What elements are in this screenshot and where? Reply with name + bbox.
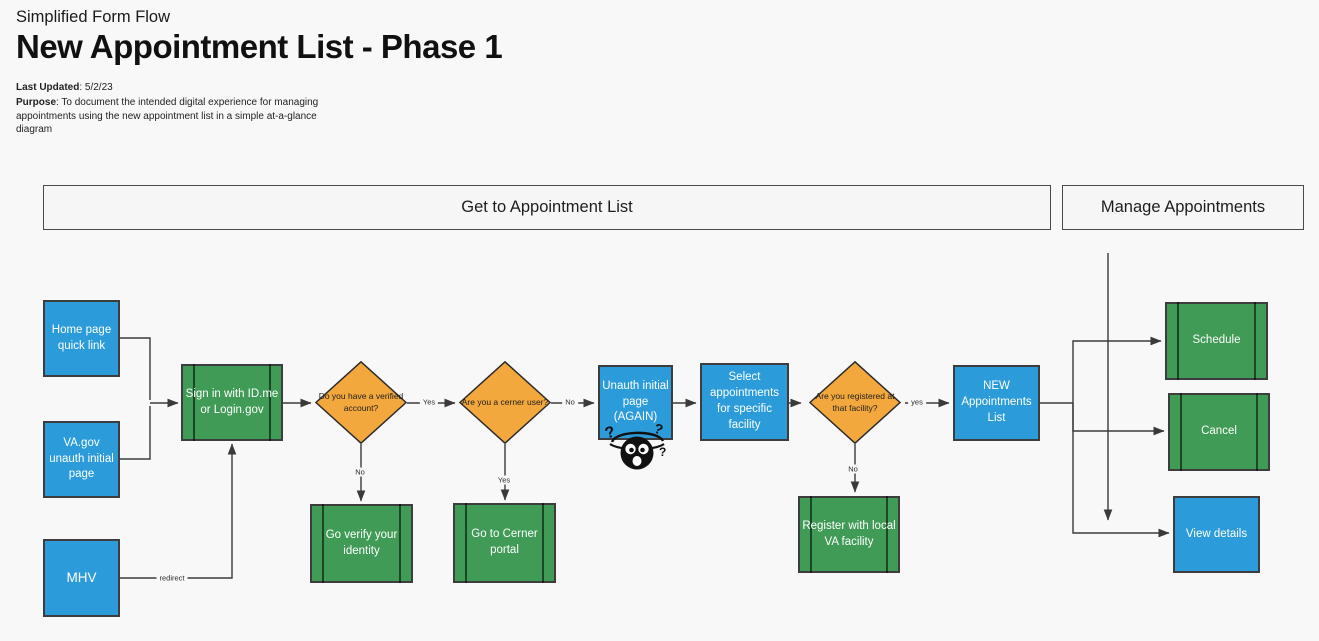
node-unauth-initial-page-again[interactable]: Unauth initial page (AGAIN) [598, 365, 673, 440]
purpose-value: : To document the intended digital exper… [16, 97, 319, 135]
predefined-bar [1177, 302, 1179, 380]
edge-to-schedule [1072, 336, 1162, 403]
svg-text:?: ? [659, 445, 666, 459]
edge-to-view-details [1072, 403, 1170, 538]
node-label: Sign in with ID.me or Login.gov [185, 387, 279, 416]
node-label: VA.gov unauth initial page [49, 436, 114, 481]
predefined-bar [322, 504, 324, 583]
node-sign-in-idme-logingov[interactable]: Sign in with ID.me or Login.gov [181, 364, 283, 441]
node-new-appointments-list[interactable]: NEW Appointments List [953, 365, 1040, 441]
subtitle: Simplified Form Flow [16, 8, 171, 26]
purpose-label: Purpose [16, 97, 57, 108]
edge-label-cerner-no: No [562, 397, 578, 407]
predefined-bar [886, 496, 888, 573]
node-label: Go verify your identity [325, 528, 398, 557]
diamond-shape [459, 361, 551, 444]
edge-vagov-to-signin [120, 406, 151, 460]
node-select-appointments-facility[interactable]: Select appointments for specific facilit… [700, 363, 789, 441]
svg-text:?: ? [604, 424, 617, 443]
node-home-page-quick-link[interactable]: Home page quick link [43, 300, 120, 377]
node-label: View details [1185, 527, 1248, 540]
node-label: Home page quick link [51, 323, 112, 352]
node-label: Cancel [1201, 425, 1237, 438]
predefined-bar [542, 503, 544, 583]
edge-label-verified-yes: Yes [419, 397, 439, 407]
node-label: MHV [66, 569, 97, 585]
predefined-bar [399, 504, 401, 583]
edge-label-mhv-redirect: redirect [156, 573, 188, 583]
node-cerner-user-decision[interactable]: Are you a cerner user? [459, 361, 551, 444]
node-label: Do you have a verified account? [318, 391, 404, 413]
predefined-bar [465, 503, 467, 583]
edge-label-cerner-yes: Yes [494, 475, 514, 485]
predefined-bar [1254, 302, 1256, 380]
node-label: Schedule [1192, 334, 1241, 347]
svg-text:?: ? [652, 420, 665, 438]
node-vagov-unauth-initial-page[interactable]: VA.gov unauth initial page [43, 421, 120, 498]
node-label: Go to Cerner portal [471, 528, 538, 556]
diamond-shape [315, 361, 407, 444]
node-registered-at-facility-decision[interactable]: Are you registered at that facility? [809, 361, 901, 444]
node-cancel[interactable]: Cancel [1168, 393, 1270, 471]
predefined-bar [193, 364, 195, 441]
edge-label-registered-yes: yes [908, 397, 926, 407]
lane-label: Manage Appointments [1100, 198, 1266, 216]
edge-label-registered-no: No [845, 464, 861, 474]
lane-label: Get to Appointment List [461, 198, 633, 216]
confused-face-emoji: ? ? ? [604, 420, 666, 470]
edge-label-verified-no: No [352, 467, 368, 477]
last-updated-value: : 5/2/23 [79, 82, 113, 93]
predefined-bar [269, 364, 271, 441]
lane-manage-appointments[interactable]: Manage Appointments [1062, 185, 1304, 230]
node-label: Unauth initial page (AGAIN) [602, 379, 669, 424]
lane-get-to-appointment-list[interactable]: Get to Appointment List [43, 185, 1051, 230]
node-register-local-va-facility[interactable]: Register with local VA facility [798, 496, 900, 573]
node-label: Select appointments for specific facilit… [709, 371, 780, 431]
node-label: Register with local VA facility [802, 519, 896, 548]
predefined-bar [810, 496, 812, 573]
predefined-bar [1256, 393, 1258, 471]
edge-home-to-signin [120, 337, 151, 400]
page-title: New Appointment List - Phase 1 [16, 28, 503, 65]
node-label: NEW Appointments List [961, 380, 1032, 424]
node-go-to-cerner-portal[interactable]: Go to Cerner portal [453, 503, 556, 583]
predefined-bar [1180, 393, 1182, 471]
edge-to-cancel [1072, 403, 1165, 436]
purpose: Purpose: To document the intended digita… [16, 96, 352, 137]
node-schedule[interactable]: Schedule [1165, 302, 1268, 380]
last-updated-label: Last Updated [16, 82, 80, 93]
diamond-shape [809, 361, 901, 444]
node-verified-account-decision[interactable]: Do you have a verified account? [315, 361, 407, 444]
node-view-details[interactable]: View details [1173, 496, 1260, 573]
node-mhv[interactable]: MHV [43, 539, 120, 617]
node-label: Are you registered at that facility? [815, 391, 895, 413]
last-updated: Last Updated: 5/2/23 [16, 81, 113, 95]
node-go-verify-identity[interactable]: Go verify your identity [310, 504, 413, 583]
node-label: Are you a cerner user? [461, 396, 549, 407]
edge-mhv-redirect [120, 443, 237, 579]
